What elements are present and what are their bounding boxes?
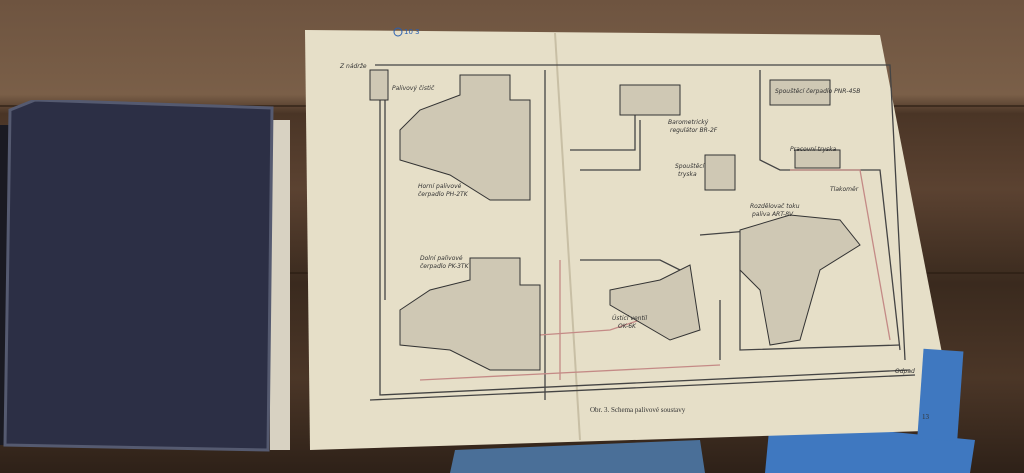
label-filter: Palivový čistič [392,85,435,92]
label-start-nozzle: Spouštěcí [675,163,706,170]
label-regulator: regulátor BR-2F [670,127,718,134]
figure-caption: Obr. 3. Schema palivové soustavy [590,406,686,414]
blue-booklet-right [917,348,964,442]
handwritten-mark [393,27,403,37]
label-valve: Ústicí ventil [612,315,647,322]
flow-distributor [739,214,861,346]
label-lower-pump: čerpadlo PK-3TK [420,263,470,270]
label-valve: OK-6K [618,323,637,330]
book-page-edges [270,120,290,450]
label-distributor: paliva ART-8V [751,211,794,218]
fuel-filter [369,69,389,101]
barometric-regulator [619,84,681,116]
label-start-nozzle: tryska [678,171,697,178]
components [369,69,861,371]
label-manometer: Tlakoměr [830,186,859,193]
start-pump [769,79,831,106]
lower-fuel-pump [399,257,541,371]
label-drain: Odpad [895,368,915,375]
page-number: 13 [922,413,930,421]
label-upper-pump: čerpadlo PH-2TK [418,191,469,198]
label-upper-pump: Horní palivové [418,183,462,190]
label-regulator: Barometrický [668,119,709,126]
handwritten-note: 10 3 [404,28,420,36]
fuel-lines [369,64,916,401]
label-lower-pump: Dolní palivové [420,255,463,262]
work-nozzle [794,149,841,169]
label-distributor: Rozdělovač toku [750,203,800,210]
start-nozzle [704,154,736,191]
dark-blue-book [0,100,290,452]
label-tank: Z nádrže [339,63,367,70]
book-cover [3,100,274,452]
label-start-pump: Spouštěcí čerpadlo PNR-45B [775,88,860,95]
upper-fuel-pump [399,74,531,201]
label-work-nozzle: Pracovní tryska [790,146,837,153]
relief-valve [609,264,701,341]
